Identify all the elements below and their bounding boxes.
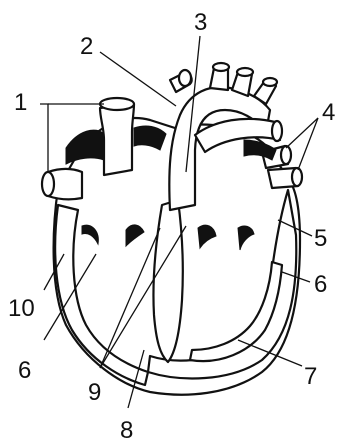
label-5: 5 <box>314 225 327 252</box>
leader-4b <box>298 118 318 170</box>
inferior-vena-cava-opening <box>42 172 54 196</box>
superior-vena-cava <box>100 104 134 175</box>
label-1: 1 <box>14 89 27 116</box>
superior-vena-cava-opening <box>100 98 134 110</box>
label-6a: 6 <box>18 357 31 384</box>
leader-4a <box>286 118 318 148</box>
interventricular-septum <box>153 200 182 362</box>
pulmonary-vessel-top-opening <box>179 70 191 86</box>
label-3: 3 <box>194 9 207 36</box>
pulmonary-vein-upper-opening <box>281 146 291 164</box>
label-2: 2 <box>80 33 93 60</box>
aortic-branch-3-opening <box>263 78 277 86</box>
label-10: 10 <box>8 295 35 322</box>
label-6b: 6 <box>314 271 327 298</box>
aortic-branch-2-opening <box>237 68 253 76</box>
pulmonary-vein-lower-opening <box>292 168 302 186</box>
pulmonary-artery-opening <box>272 121 282 141</box>
aortic-branch-1-opening <box>213 63 229 71</box>
leader-1 <box>40 104 48 172</box>
label-9: 9 <box>88 379 101 406</box>
label-4: 4 <box>322 99 335 126</box>
label-8: 8 <box>120 417 133 441</box>
label-7: 7 <box>304 363 317 390</box>
